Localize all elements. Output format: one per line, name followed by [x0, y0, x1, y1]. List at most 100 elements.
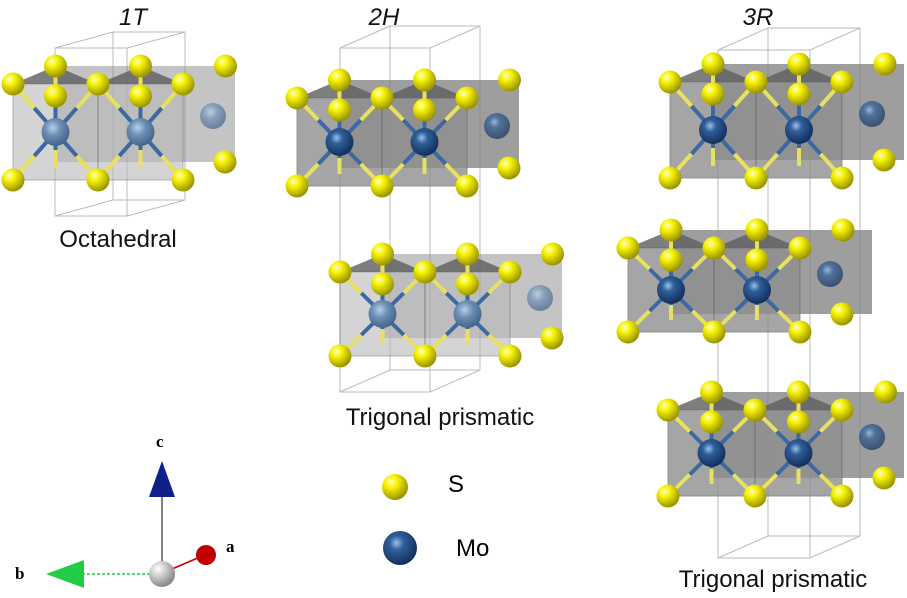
s-atom — [456, 242, 479, 266]
phase-title-2h: 2H — [368, 4, 400, 31]
axis-b-arrowhead — [46, 560, 84, 588]
s-atom — [659, 218, 683, 242]
mos2-layer — [616, 218, 872, 344]
s-atom — [701, 82, 725, 106]
s-atom — [370, 86, 394, 110]
s-atom — [744, 70, 768, 94]
s-atom — [498, 344, 522, 368]
unit-cell-outline — [717, 27, 861, 559]
s-atom — [787, 380, 810, 404]
s-atom — [700, 380, 723, 404]
s-atom — [370, 174, 394, 198]
s-atom — [541, 242, 564, 266]
s-atom — [831, 218, 855, 242]
mos2-layer — [328, 242, 564, 368]
legend-s-atom — [382, 474, 408, 500]
s-atom — [213, 150, 237, 174]
mo-atom — [410, 128, 439, 156]
axis-triad — [46, 461, 216, 588]
s-atom — [830, 70, 854, 94]
mo-atom — [859, 424, 885, 450]
s-atom — [498, 260, 522, 284]
axis-origin-sphere — [149, 561, 175, 587]
s-atom — [129, 84, 152, 108]
s-atom — [702, 320, 726, 344]
s-atom — [44, 54, 67, 78]
mo-atom — [200, 103, 226, 129]
s-atom — [658, 70, 682, 94]
s-atom — [830, 166, 854, 190]
axis-label-c: c — [156, 432, 164, 451]
axis-label-b: b — [15, 564, 25, 583]
s-atom — [171, 72, 195, 96]
s-atom — [745, 218, 769, 242]
legend-mo-label: Mo — [456, 535, 490, 562]
s-atom — [86, 168, 110, 192]
s-atom — [328, 98, 351, 122]
s-atom — [743, 398, 767, 422]
s-atom — [285, 174, 309, 198]
s-atom — [616, 236, 640, 260]
s-atom — [328, 344, 352, 368]
mo-atom — [657, 276, 685, 304]
s-atom — [371, 272, 394, 296]
s-atom — [540, 326, 564, 350]
unit-cell-outline — [339, 25, 481, 393]
unit-cell-outline — [54, 31, 186, 217]
mo-atom — [785, 116, 813, 144]
mos2-layer — [1, 54, 237, 192]
mos2-layer — [285, 68, 521, 198]
structure-label-2h: Trigonal prismatic — [345, 404, 535, 431]
axis-label-a: a — [226, 537, 235, 556]
s-atom — [214, 54, 237, 78]
s-atom — [745, 248, 769, 272]
s-atom — [788, 320, 812, 344]
s-atom — [872, 148, 896, 172]
legend-s-label: S — [448, 471, 465, 498]
mo-atom — [859, 101, 885, 127]
s-atom — [413, 344, 437, 368]
mo-atom — [484, 113, 510, 139]
s-atom — [873, 52, 897, 76]
s-atom — [455, 86, 479, 110]
s-atom — [455, 174, 479, 198]
s-atom — [413, 260, 437, 284]
mos2-layers — [1, 52, 904, 508]
mos2-layer — [658, 52, 904, 190]
axis-a-arrowhead — [196, 545, 216, 565]
s-atom — [129, 54, 152, 78]
s-atom — [44, 84, 67, 108]
s-atom — [171, 168, 195, 192]
s-atom — [413, 98, 436, 122]
s-atom — [371, 242, 394, 266]
s-atom — [830, 398, 854, 422]
s-atom — [328, 260, 352, 284]
mo-atom — [699, 116, 727, 144]
s-atom — [413, 68, 436, 92]
phase-title-3r: 3R — [742, 4, 774, 31]
s-atom — [872, 466, 896, 490]
mo-atom — [743, 276, 771, 304]
s-atom — [659, 248, 683, 272]
s-atom — [86, 72, 110, 96]
mo-atom — [817, 261, 843, 287]
s-atom — [701, 52, 725, 76]
s-atom — [744, 166, 768, 190]
structure-label-3r: Trigonal prismatic — [678, 566, 868, 593]
mo-atom — [697, 439, 726, 467]
mo-atom — [368, 300, 397, 328]
mo-atom — [325, 128, 354, 156]
mo-atom — [41, 118, 70, 146]
axis-c-arrowhead — [149, 461, 175, 497]
s-atom — [656, 398, 680, 422]
s-atom — [285, 86, 309, 110]
s-atom — [830, 302, 854, 326]
s-atom — [656, 484, 680, 508]
mo-atom — [527, 285, 553, 311]
legend-mo-atom — [383, 531, 417, 565]
mos2-layer — [656, 380, 904, 508]
s-atom — [874, 380, 897, 404]
s-atom — [787, 52, 811, 76]
s-atom — [787, 82, 811, 106]
